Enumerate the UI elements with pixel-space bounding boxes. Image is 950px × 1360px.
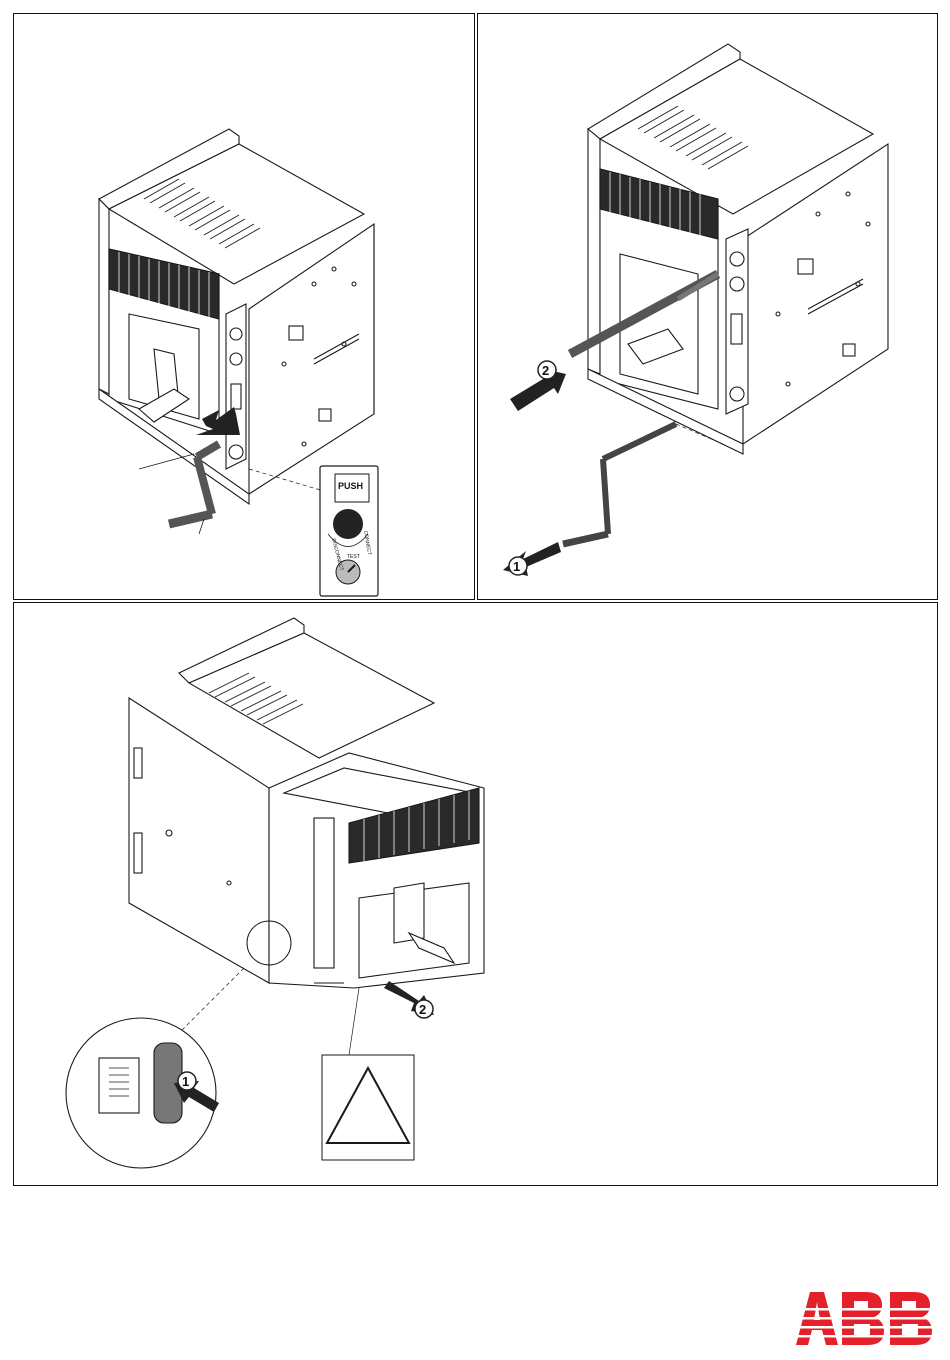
panel-withdraw-breaker: 1 2 xyxy=(13,602,938,1186)
test-label: TEST xyxy=(347,554,360,560)
svg-text:2: 2 xyxy=(542,363,549,378)
push-button-label: PUSH xyxy=(338,481,363,491)
svg-text:2: 2 xyxy=(419,1002,426,1017)
panel-racking-out-handle: PUSH DISCONNECT TEST CONNECT xyxy=(13,13,475,600)
svg-text:1: 1 xyxy=(513,559,520,574)
step-2-arrow-icon: 2 xyxy=(510,361,566,411)
breaker-illustration-3: 1 2 xyxy=(14,603,939,1187)
svg-text:1: 1 xyxy=(182,1074,189,1089)
breaker-illustration-2: 2 1 xyxy=(478,14,939,601)
abb-logo xyxy=(794,1290,934,1346)
warning-triangle-icon xyxy=(322,1055,414,1160)
step-1-arrow-icon: 1 xyxy=(503,542,561,576)
breaker-illustration-1: PUSH DISCONNECT TEST CONNECT xyxy=(14,14,476,601)
panel-remove-handle: 2 1 xyxy=(477,13,938,600)
step-2-arrow-icon: 2 xyxy=(384,981,434,1018)
